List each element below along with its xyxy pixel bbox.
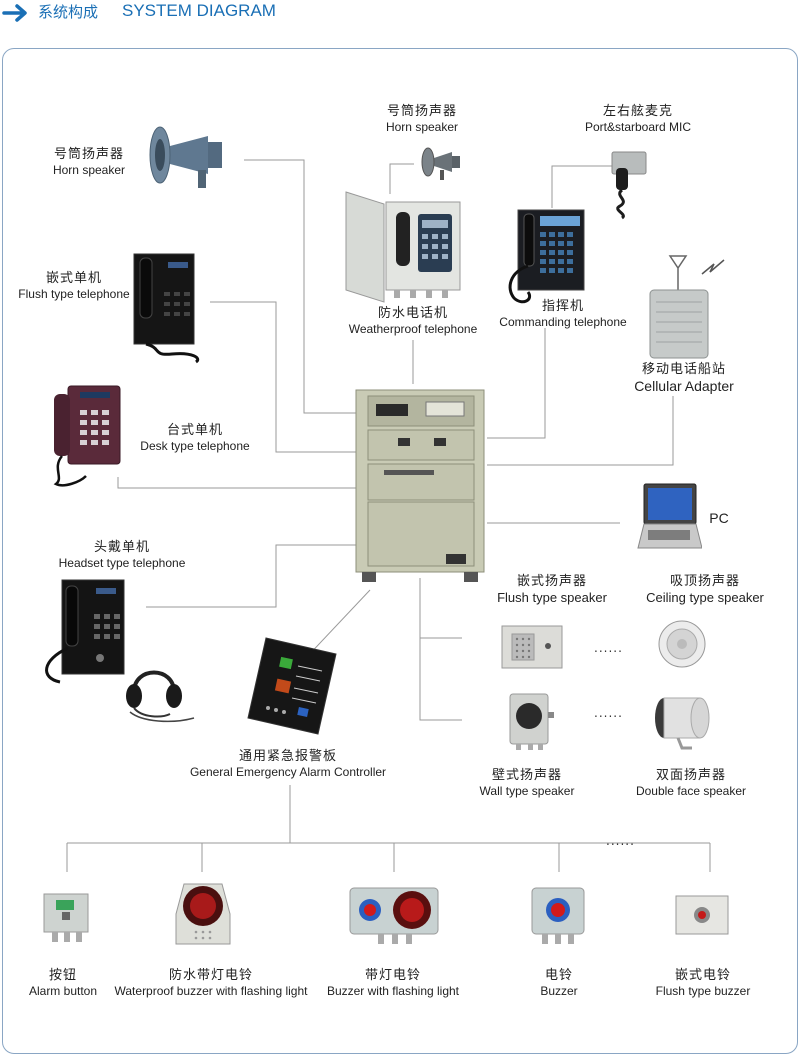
horn-speaker-icon	[149, 126, 222, 188]
flush-speaker-label: 嵌式扬声器 Flush type speaker	[497, 574, 607, 606]
telephone-icon	[45, 579, 125, 684]
commanding-telephone-label: 指挥机 Commanding telephone	[499, 299, 627, 330]
buzzer-flashing-label: 带灯电铃 Buzzer with flashing light	[326, 968, 460, 999]
title-cn: 系统构成	[38, 3, 99, 21]
horn-speaker-icon	[421, 147, 460, 180]
horn-speaker-left-label: 号筒扬声器 Horn speaker	[52, 147, 126, 178]
wall-speaker-label: 壁式扬声器 Wall type speaker	[479, 768, 575, 799]
speaker-ellipsis-bottom: ......	[594, 706, 623, 720]
arrow-right-icon	[2, 4, 27, 22]
headset-icon	[126, 670, 195, 723]
cabinet-icon	[355, 389, 485, 582]
telephone-icon	[133, 253, 200, 364]
telephone-icon	[345, 191, 461, 303]
antenna-icon	[649, 255, 725, 359]
ceiling-speaker-label: 吸顶扬声器 Ceiling type speaker	[646, 574, 764, 606]
pc-label: PC	[709, 510, 729, 526]
speaker-icon	[509, 693, 554, 750]
speaker-ellipsis-top: ......	[594, 641, 623, 655]
horn-speaker-top-label: 号筒扬声器 Horn speaker	[385, 104, 459, 135]
speaker-icon	[655, 697, 710, 750]
weatherproof-telephone-label: 防水电话机 Weatherproof telephone	[348, 306, 478, 337]
waterproof-buzzer-label: 防水带灯电铃 Waterproof buzzer with flashing l…	[114, 968, 308, 999]
buzzer-label: 电铃 Buzzer	[540, 968, 578, 999]
telephone-icon	[508, 209, 585, 304]
headset-telephone-label: 头戴单机 Headset type telephone	[58, 540, 186, 571]
desk-telephone-label: 台式单机 Desk type telephone	[140, 423, 250, 454]
speaker-icon	[658, 620, 706, 668]
bell-icon	[531, 887, 585, 944]
bell-icon	[675, 895, 729, 935]
speaker-icon	[501, 625, 563, 669]
flush-telephone-label: 嵌式单机 Flush type telephone	[18, 271, 130, 302]
alarm-button-icon	[43, 893, 89, 942]
header: 系统构成 SYSTEM DIAGRAM	[0, 0, 800, 30]
double-face-speaker-label: 双面扬声器 Double face speaker	[635, 768, 747, 799]
diagram-frame	[2, 48, 798, 1054]
microphone-icon	[611, 151, 647, 220]
title-en: SYSTEM DIAGRAM	[122, 1, 276, 20]
cellular-adapter-label: 移动电话船站 Cellular Adapter	[634, 362, 734, 395]
alarm-controller-label: 通用紧急报警板 General Emergency Alarm Controll…	[189, 749, 387, 780]
mic-label: 左右舷麦克 Port&starboard MIC	[584, 104, 692, 135]
bell-icon	[175, 883, 231, 945]
flush-buzzer-label: 嵌式电铃 Flush type buzzer	[655, 968, 751, 999]
alarm-controller-icon	[247, 637, 337, 735]
telephone-icon	[53, 385, 121, 487]
alarm-ellipsis: ......	[606, 834, 635, 848]
alarm-button-label: 按钮 Alarm button	[28, 968, 98, 999]
laptop-icon	[637, 483, 702, 549]
bell-icon	[349, 887, 439, 944]
